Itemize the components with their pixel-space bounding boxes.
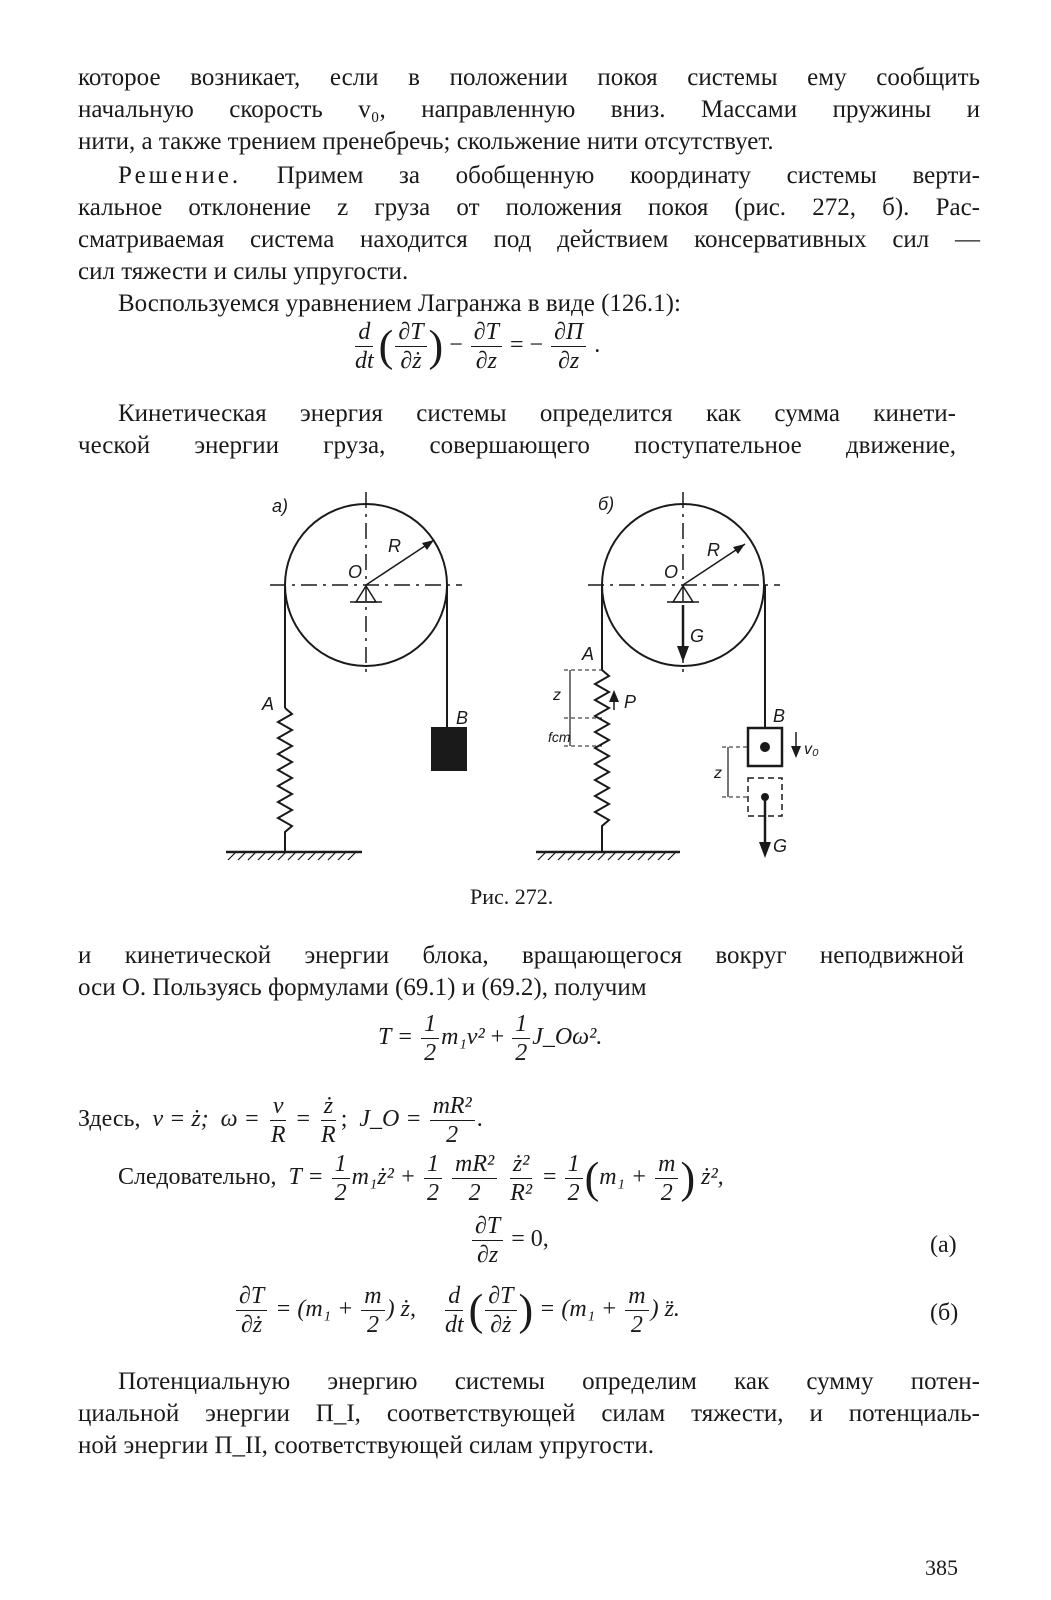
label-z: z xyxy=(713,765,722,782)
label-O: O xyxy=(348,562,362,582)
equation-a: ∂T∂z = 0, xyxy=(470,1212,549,1269)
label-B: B xyxy=(773,706,785,726)
text-line: Воспользуемся уравнением Лагранжа в виде… xyxy=(118,290,681,317)
label-O: O xyxy=(664,562,678,582)
label-A: A xyxy=(261,694,274,714)
radius-arrow xyxy=(682,543,746,586)
text-line: ческой энергии груза, совершающего посту… xyxy=(78,432,956,459)
weight-b-rest xyxy=(746,726,784,768)
fraction: ∂T∂z xyxy=(470,318,502,375)
spring-b xyxy=(592,669,612,852)
label-a: a) xyxy=(272,496,288,516)
fraction: ∂T∂ż xyxy=(395,318,427,375)
solution-heading: Решение. xyxy=(118,162,242,189)
page-number: 385 xyxy=(925,1555,958,1580)
text-line: сил тяжести и силы упругости. xyxy=(78,258,409,285)
label-R: R xyxy=(707,540,720,560)
text-line: ной энергии Π_II, соответствующей силам … xyxy=(78,1432,655,1459)
text-line: которое возникает, если в положении поко… xyxy=(78,64,980,91)
equation-tag: (б) xyxy=(930,1300,959,1326)
solution-first-line: Решение. Примем за обобщенную координату… xyxy=(118,160,980,192)
label-fst: fст xyxy=(548,729,571,745)
figure-272: a) б) O R A B O R G A P B z fст z v₀ G xyxy=(226,492,819,861)
label-G: G xyxy=(690,626,704,646)
text-line: оси O. Пользуясь формулами (69.1) и (69.… xyxy=(78,974,647,1001)
equation-tag: (а) xyxy=(930,1232,957,1258)
text-line: кальное отклонение z груза от положения … xyxy=(78,194,980,221)
label-B: B xyxy=(456,708,468,728)
label-b: б) xyxy=(598,494,614,514)
text-line: Потенциальную энергию системы определим … xyxy=(118,1368,980,1395)
fraction: ∂Π∂z xyxy=(551,318,587,375)
label-A: A xyxy=(581,644,594,664)
label-G: G xyxy=(773,836,787,856)
label-v0: v₀ xyxy=(804,741,819,758)
text-line: Кинетическая энергия системы определится… xyxy=(118,400,956,427)
label-z: z xyxy=(552,687,561,704)
radius-arrow xyxy=(365,539,435,586)
label-R: R xyxy=(388,536,401,556)
weight-b xyxy=(431,727,467,771)
text-line: и кинетической энергии блока, вращающего… xyxy=(78,942,964,969)
label-P: P xyxy=(624,692,636,712)
figure-caption: Рис. 272. xyxy=(470,884,554,909)
spring-a xyxy=(275,707,295,852)
text-line: нити, а также трением пренебречь; скольж… xyxy=(78,128,774,155)
weight-b-displaced xyxy=(747,777,783,817)
solution-text: Примем за обобщенную координату системы … xyxy=(276,162,981,189)
text-line: сматриваемая система находится под дейст… xyxy=(78,226,980,253)
text-line: начальную скорость v₀, направленную вниз… xyxy=(78,96,980,123)
text-line: циальной энергии Π_I, соответствующей си… xyxy=(78,1400,980,1427)
